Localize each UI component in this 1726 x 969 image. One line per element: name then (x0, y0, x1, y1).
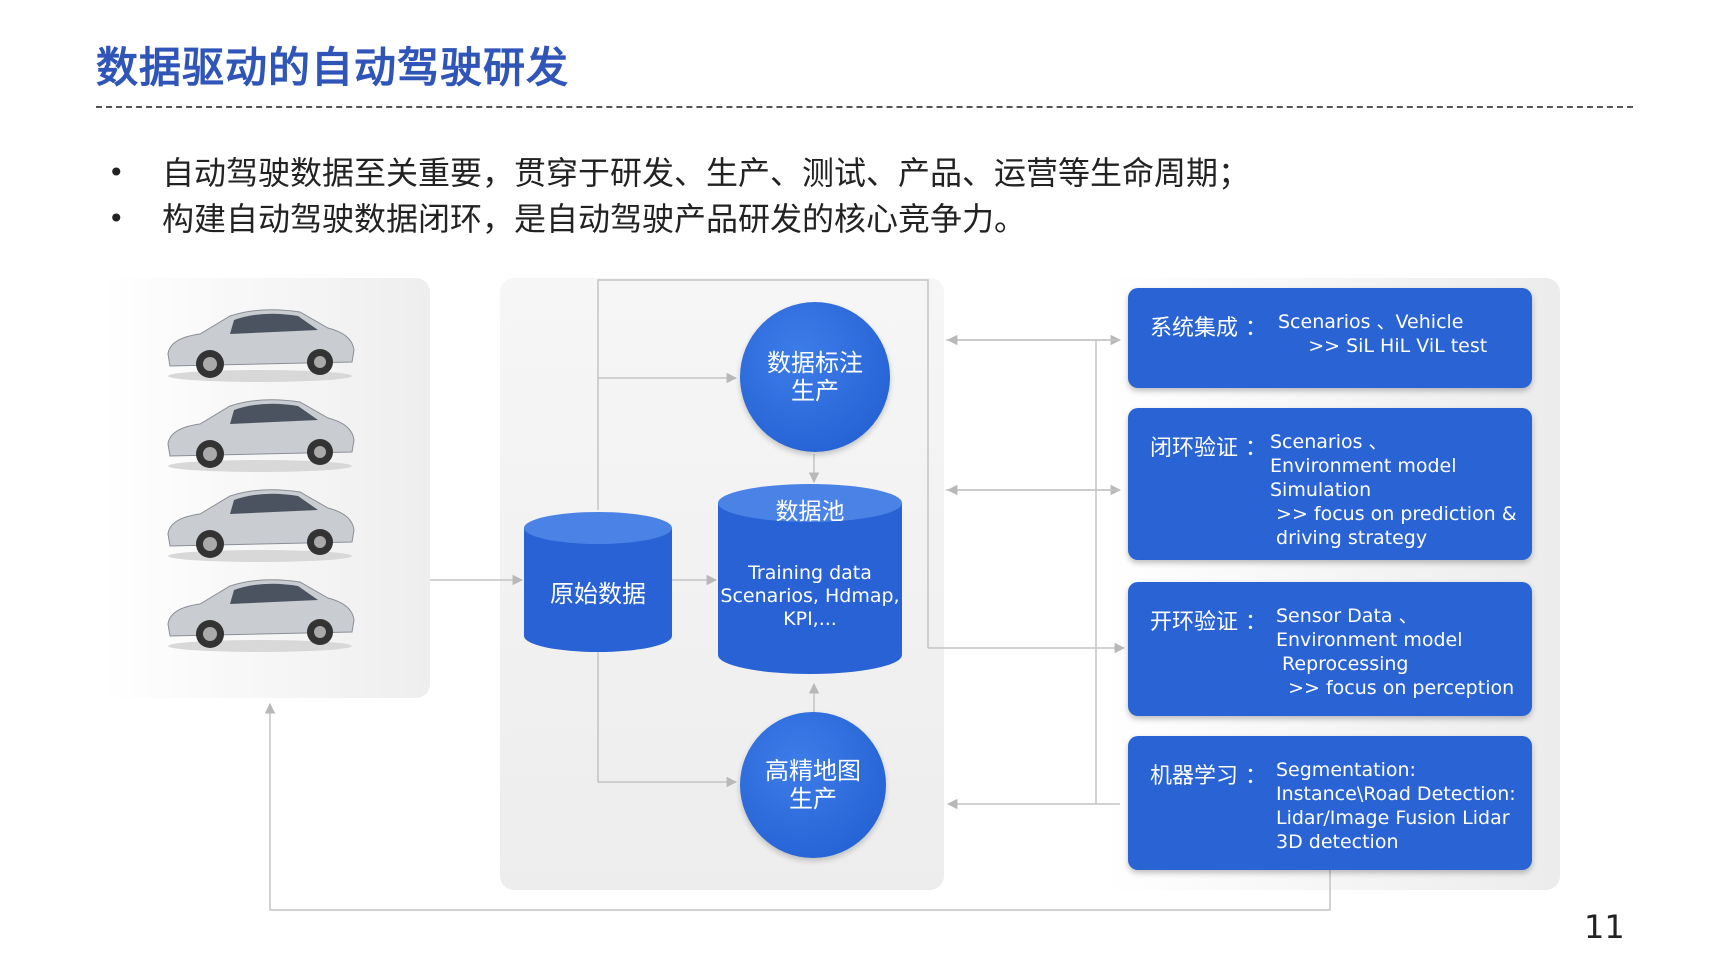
bullet-text: 构建自动驾驶数据闭环，是自动驾驶产品研发的核心竞争力。 (162, 200, 1027, 238)
bullet-list: • 自动驾驶数据至关重要，贯穿于研发、生产、测试、产品、运营等生命周期； • 构建自… (100, 150, 1250, 242)
box-desc: Sensor Data 、 Environment model Reproces… (1276, 605, 1515, 699)
car-icon (167, 309, 355, 382)
box-desc: Scenarios 、Vehicle >> SiL HiL ViL test (1278, 311, 1488, 357)
bullet-item: • 构建自动驾驶数据闭环，是自动驾驶产品研发的核心竞争力。 (100, 196, 1250, 242)
title-divider (96, 106, 1633, 108)
labeling-node-label: 数据标注生产 (767, 349, 863, 405)
labeling-node: 数据标注生产 (740, 302, 890, 452)
raw-data-node: 原始数据 (524, 512, 672, 652)
bullet-text: 自动驾驶数据至关重要，贯穿于研发、生产、测试、产品、运营等生命周期； (162, 154, 1251, 192)
car-icon (167, 399, 355, 472)
box-label: 系统集成 ： (1150, 316, 1267, 341)
data-pool-node: 数据池 Training data Scenarios, Hdmap, KPI,… (718, 484, 902, 674)
raw-data-label: 原始数据 (550, 580, 646, 608)
machine-learning-box: 机器学习 ： Segmentation: Instance\Road Detec… (1128, 736, 1532, 870)
page-title: 数据驱动的自动驾驶研发 (96, 43, 570, 92)
box-desc: Scenarios 、 Environment model Simulation… (1270, 431, 1517, 549)
closed-loop-validation-box: 闭环验证 ： Scenarios 、 Environment model Sim… (1128, 408, 1532, 560)
data-pool-desc: Training data Scenarios, Hdmap, KPI,... (720, 562, 900, 630)
system-integration-box: 系统集成 ： Scenarios 、Vehicle >> SiL HiL ViL… (1128, 288, 1532, 388)
open-loop-validation-box: 开环验证 ： Sensor Data 、 Environment model R… (1128, 582, 1532, 716)
box-label: 机器学习 ： (1150, 764, 1267, 789)
box-label: 闭环验证 ： (1150, 436, 1267, 461)
box-desc: Segmentation: Instance\Road Detection: L… (1276, 759, 1516, 853)
bullet-item: • 自动驾驶数据至关重要，贯穿于研发、生产、测试、产品、运营等生命周期； (100, 150, 1250, 196)
bullet-dot: • (108, 156, 125, 189)
data-pool-title: 数据池 (775, 499, 845, 525)
bullet-dot: • (108, 202, 125, 235)
hdmap-node: 高精地图生产 (740, 712, 886, 858)
hdmap-node-label: 高精地图生产 (765, 757, 861, 813)
car-icon (167, 579, 355, 652)
page-number: 11 (1584, 908, 1625, 946)
box-label: 开环验证 ： (1150, 610, 1267, 635)
car-icon (167, 489, 355, 562)
